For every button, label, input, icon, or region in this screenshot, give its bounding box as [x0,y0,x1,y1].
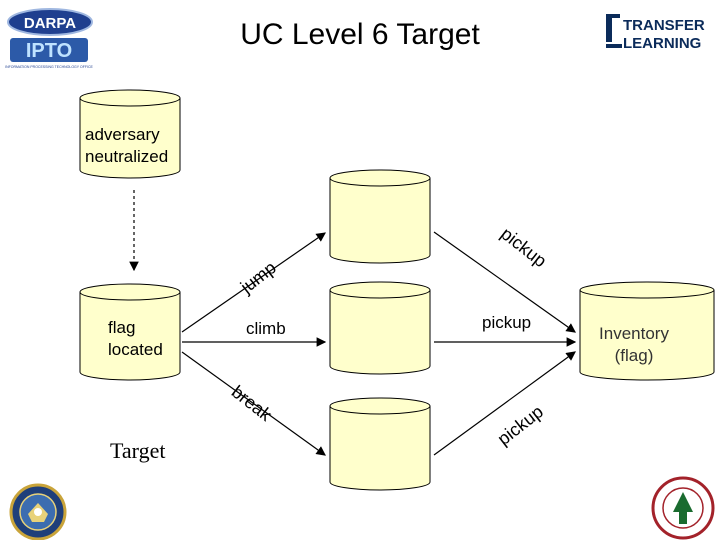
slide-title: UC Level 6 Target [240,18,480,51]
node-middle-center [329,281,431,375]
target-caption: Target [110,438,166,463]
transfer-learning-logo: TRANSFER LEARNING [606,14,705,52]
edge-jump-arrow [181,232,326,333]
svg-text:LEARNING: LEARNING [623,35,701,52]
navy-seal-logo [9,483,67,540]
node-adversary-neutralized [79,89,181,179]
edge-label-break: break [228,382,277,426]
edge-label-pickup-top: pickup [497,223,550,271]
edge-label-jump: jump [236,257,280,297]
edge-label-pickup-mid: pickup [482,313,532,332]
edge-break-arrow [181,351,326,456]
edge-pickup-top-arrow [433,231,576,333]
svg-text:INFORMATION PROCESSING TECHNOL: INFORMATION PROCESSING TECHNOLOGY OFFICE [5,65,93,69]
ipto-logo: IPTO INFORMATION PROCESSING TECHNOLOGY O… [5,38,94,69]
darpa-logo: DARPA [7,8,93,36]
node-label-inventory: Inventory (flag) [599,324,669,365]
svg-text:TRANSFER: TRANSFER [623,17,705,34]
node-label-flag: flag located [108,318,163,359]
node-label-adversary: adversary neutralized [85,125,169,166]
node-flag-located [79,283,181,381]
svg-text:DARPA: DARPA [24,15,76,32]
edge-label-climb: climb [246,319,286,338]
edge-pickup-bottom-arrow [433,351,576,456]
stanford-seal-logo [651,476,715,540]
node-middle-top [329,169,431,264]
node-inventory [579,281,715,381]
edge-label-pickup-bottom: pickup [494,401,547,449]
node-middle-bottom [329,397,431,491]
svg-text:IPTO: IPTO [26,40,72,62]
